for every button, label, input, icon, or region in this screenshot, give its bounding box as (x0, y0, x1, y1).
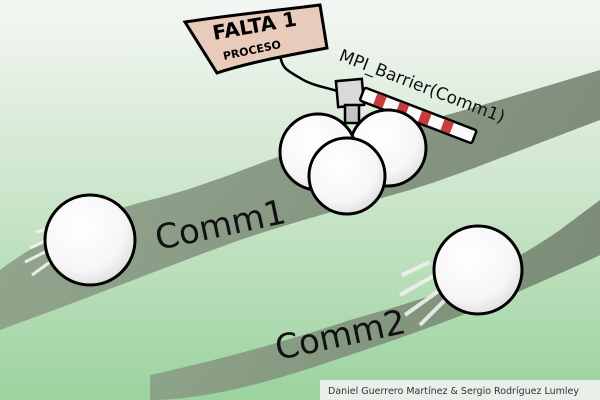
credits-strip (320, 380, 600, 400)
process-ball (432, 224, 524, 316)
sign-post (278, 54, 341, 94)
process-ball (43, 193, 137, 287)
sign: FALTA 1 PROCESO (182, 3, 329, 75)
comm2-band (150, 200, 600, 400)
process-ball (307, 136, 387, 216)
waiting-processes (278, 108, 428, 216)
barrier-gate (334, 77, 478, 145)
moving-process-comm2 (399, 224, 524, 327)
moving-process-comm1 (24, 193, 137, 287)
credits-text: Daniel Guerrero Martínez & Sergio Rodríg… (328, 386, 579, 397)
barrier-arm (359, 86, 478, 145)
